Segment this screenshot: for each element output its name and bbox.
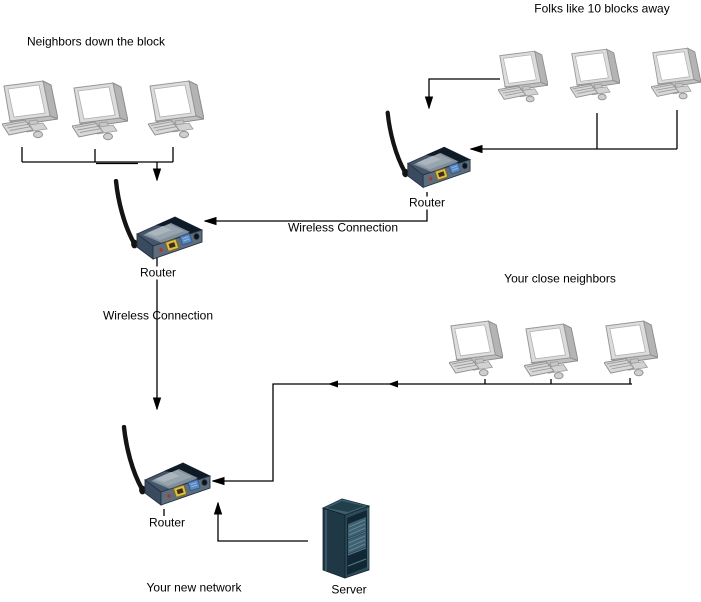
connectors <box>21 78 678 542</box>
edge-close-neighbors-to-bottom-router <box>213 383 632 481</box>
router-icon <box>116 181 202 259</box>
edge-neighbors-group-bus <box>21 147 174 165</box>
edge-folks-computer1-to-router <box>429 78 500 108</box>
computer-icon <box>72 82 128 141</box>
computer-icon <box>449 320 503 377</box>
edge-folks-group-stubs <box>596 110 678 149</box>
computer-icon <box>524 323 578 380</box>
arrowhead-icon <box>388 380 398 388</box>
group-title-close-neighbors: Your close neighbors <box>504 271 616 286</box>
router-left-label: Router <box>138 265 178 280</box>
server-icon <box>322 498 370 579</box>
wireless-connection-label-top: Wireless Connection <box>287 220 399 235</box>
computer-icon <box>2 80 58 139</box>
edge-wireless-topright-to-left-router <box>205 192 428 221</box>
edge-server-to-bottom-router <box>218 503 308 542</box>
group-title-your-new-network: Your new network <box>146 580 242 595</box>
server-label: Server <box>331 582 367 597</box>
router-icon <box>388 113 470 188</box>
router-bottom-label: Router <box>147 515 187 530</box>
router-icon <box>124 427 210 505</box>
computer-icon <box>604 320 658 377</box>
computer-icon <box>498 50 548 103</box>
router-top-right-label: Router <box>407 195 447 210</box>
computer-icon <box>148 80 204 139</box>
computer-icon <box>570 48 620 101</box>
group-title-neighbors-down-block: Neighbors down the block <box>26 34 166 49</box>
arrowhead-icon <box>328 380 338 388</box>
wireless-connection-label-left: Wireless Connection <box>102 308 214 323</box>
group-title-folks-10-blocks-away: Folks like 10 blocks away <box>534 1 670 16</box>
computer-icon <box>651 47 701 100</box>
edge-close-neighbors-stubs <box>484 378 631 384</box>
